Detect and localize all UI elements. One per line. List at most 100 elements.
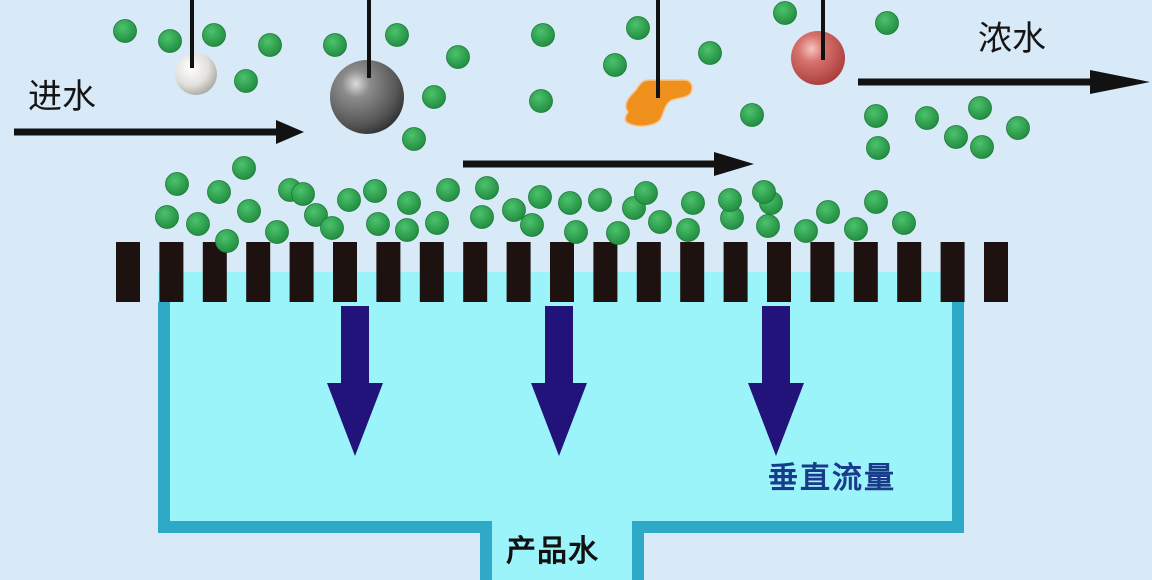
water-molecule-icon xyxy=(397,191,421,215)
water-molecule-icon xyxy=(558,191,582,215)
water-molecule-icon xyxy=(385,23,409,47)
membrane-bar xyxy=(550,242,574,302)
middle-flow-arrow-shaft xyxy=(463,160,718,168)
water-molecule-icon xyxy=(446,45,470,69)
water-molecule-icon xyxy=(470,205,494,229)
water-molecule-icon xyxy=(422,85,446,109)
membrane-bar xyxy=(897,242,922,302)
membrane-bar xyxy=(680,242,705,302)
water-molecule-icon xyxy=(564,220,588,244)
water-molecule-icon xyxy=(265,220,289,244)
crossflow-arrows xyxy=(14,70,1150,176)
water-molecule-icon xyxy=(531,23,555,47)
water-molecule-icon xyxy=(944,125,968,149)
membrane-bar xyxy=(289,242,314,302)
water-molecule-icon xyxy=(475,176,499,200)
concentrate-label: 浓水 xyxy=(978,19,1046,59)
water-molecule-icon xyxy=(740,103,764,127)
membrane-bar xyxy=(984,242,1008,302)
water-molecule-icon xyxy=(892,211,916,235)
vertical-flux-label: 垂直流量 xyxy=(768,461,896,496)
water-molecule-icon xyxy=(794,219,818,243)
outlet-water xyxy=(480,521,644,580)
water-molecule-icon xyxy=(165,172,189,196)
water-molecule-icon xyxy=(875,11,899,35)
water-molecule-icon xyxy=(606,221,630,245)
membrane-bar xyxy=(810,242,835,302)
concentrate-arrow-shaft xyxy=(858,78,1094,86)
water-molecule-icon xyxy=(258,33,282,57)
water-molecule-icon xyxy=(402,127,426,151)
water-molecule-icon xyxy=(866,136,890,160)
water-molecule-icon xyxy=(234,69,258,93)
water-molecule-icon xyxy=(844,217,868,241)
tank-wall-right xyxy=(632,302,964,580)
water-molecule-icon xyxy=(676,218,700,242)
permeate-flow-arrows xyxy=(327,306,804,456)
water-molecule-icon xyxy=(291,182,315,206)
membrane-bar xyxy=(463,242,488,302)
water-molecule-icon xyxy=(395,218,419,242)
water-molecule-icon xyxy=(816,200,840,224)
water-molecule-icon xyxy=(915,106,939,130)
water-molecule-icon xyxy=(968,96,992,120)
membrane-bar xyxy=(116,242,140,302)
membrane-bar xyxy=(853,242,878,302)
membrane-bar xyxy=(246,242,271,302)
water-molecule-icon xyxy=(864,190,888,214)
rejected-particles xyxy=(175,0,845,134)
water-molecule-icon xyxy=(363,179,387,203)
concentrate-arrow-head-icon xyxy=(1090,70,1150,94)
water-molecule-icon xyxy=(529,89,553,113)
water-molecule-icon xyxy=(603,53,627,77)
water-molecule-icon xyxy=(186,212,210,236)
water-molecule-icon xyxy=(366,212,390,236)
gray-particle-icon xyxy=(330,60,404,134)
orange-organic-particle-icon xyxy=(624,79,693,127)
water-molecule-icon xyxy=(113,19,137,43)
water-molecule-icon xyxy=(756,214,780,238)
permeate-down-arrow-icon xyxy=(531,306,587,456)
water-molecule-icon xyxy=(520,213,544,237)
middle-flow-arrow-head-icon xyxy=(714,152,754,176)
membrane-bar xyxy=(376,242,401,302)
water-molecule-icon xyxy=(528,185,552,209)
water-molecule-icon xyxy=(337,188,361,212)
water-molecule-icon xyxy=(626,16,650,40)
membrane-bar xyxy=(940,242,965,302)
water-molecule-icon xyxy=(215,229,239,253)
product-water-label: 产品水 xyxy=(506,534,599,569)
membrane-bar xyxy=(636,242,661,302)
water-molecule-icon xyxy=(773,1,797,25)
membrane-bar xyxy=(593,242,618,302)
feed-arrow-shaft xyxy=(14,128,280,136)
membrane-bar xyxy=(723,242,748,302)
membrane-bar xyxy=(767,242,791,302)
water-molecule-icon xyxy=(320,216,344,240)
membrane-bar xyxy=(419,242,444,302)
water-molecule-icon xyxy=(502,198,526,222)
white-particle-icon xyxy=(175,53,217,95)
water-molecule-icon xyxy=(718,188,742,212)
water-molecule-icon xyxy=(436,178,460,202)
water-molecule-icon xyxy=(237,199,261,223)
water-molecule-icon xyxy=(207,180,231,204)
water-molecule-icon xyxy=(681,191,705,215)
water-molecule-icon xyxy=(634,181,658,205)
water-molecules xyxy=(113,1,1030,253)
semipermeable-membrane xyxy=(116,242,1008,302)
permeate-down-arrow-icon xyxy=(327,306,383,456)
membrane-bar xyxy=(506,242,531,302)
water-molecule-icon xyxy=(232,156,256,180)
water-molecule-icon xyxy=(155,205,179,229)
water-molecule-icon xyxy=(158,29,182,53)
membrane-bar xyxy=(333,242,357,302)
water-molecule-icon xyxy=(970,135,994,159)
membrane-bar xyxy=(159,242,184,302)
water-molecule-icon xyxy=(1006,116,1030,140)
water-molecule-icon xyxy=(864,104,888,128)
red-particle-icon xyxy=(791,31,845,85)
feed-water-label: 进水 xyxy=(28,77,96,117)
